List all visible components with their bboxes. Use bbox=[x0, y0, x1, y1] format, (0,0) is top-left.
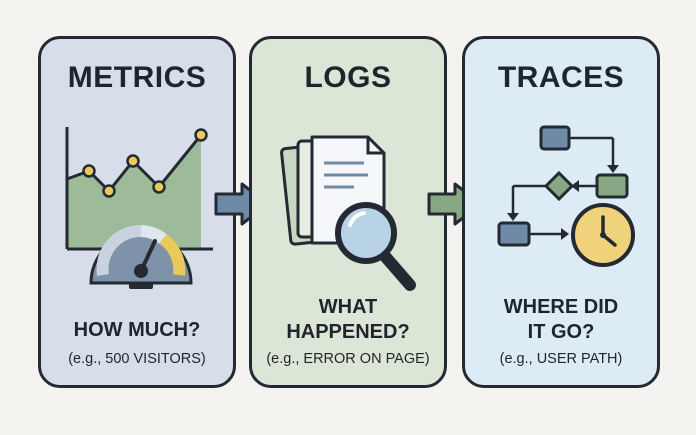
metrics-title: METRICS bbox=[67, 61, 207, 94]
traces-panel: TRACES WHERE DID bbox=[462, 36, 660, 388]
metrics-question: HOW MUCH? bbox=[73, 319, 201, 341]
traces-question-line-1: WHERE DID bbox=[503, 296, 619, 318]
metrics-example: (e.g., 500 VISITORS) bbox=[68, 351, 206, 367]
traces-question-line-2: IT GO? bbox=[527, 321, 595, 343]
line-chart-icon bbox=[65, 127, 213, 251]
traces-illustration bbox=[497, 125, 635, 267]
flow-diagram-icon bbox=[497, 125, 629, 247]
traces-example: (e.g., USER PATH) bbox=[499, 351, 623, 367]
logs-question-line-2: HAPPENED? bbox=[286, 321, 410, 343]
gauge-icon bbox=[89, 224, 193, 289]
traces-title: TRACES bbox=[497, 61, 625, 94]
logs-question-line-1: WHAT bbox=[318, 296, 378, 318]
metrics-panel: METRICS HOW MUCH? (e.g., 500 VISITORS) bbox=[38, 36, 236, 388]
magnifier-icon bbox=[335, 202, 416, 291]
metrics-illustration bbox=[65, 127, 213, 289]
logs-example: (e.g., ERROR ON PAGE) bbox=[266, 351, 430, 367]
clock-icon bbox=[571, 203, 635, 267]
logs-panel: LOGS WHAT HAPPENED? (e.g., ERROR ON PAGE… bbox=[249, 36, 447, 388]
logs-title: LOGS bbox=[304, 61, 392, 94]
logs-illustration bbox=[280, 135, 416, 291]
